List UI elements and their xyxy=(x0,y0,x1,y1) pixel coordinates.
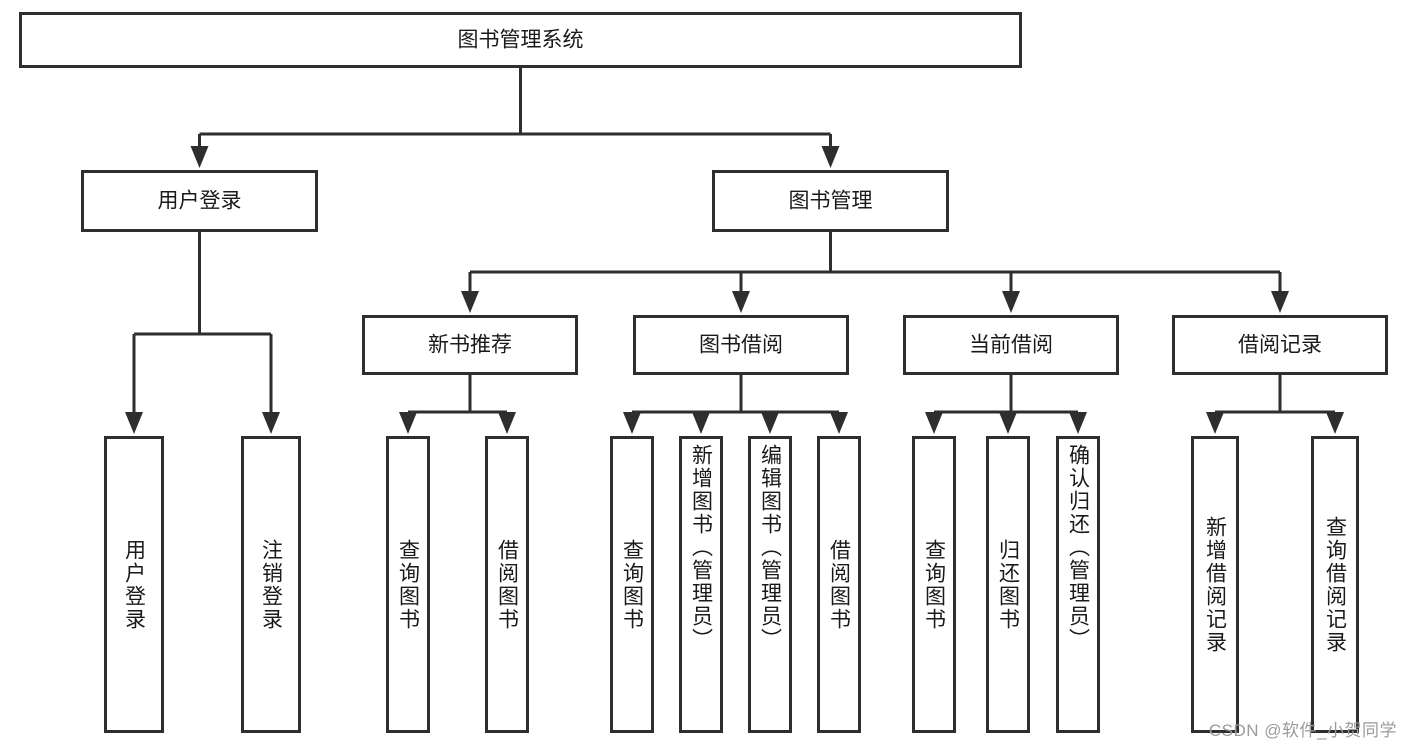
node-box-query-borrow-record[interactable] xyxy=(1311,436,1359,733)
arrow-head-icon xyxy=(821,146,840,168)
node-box-new-book-recommend[interactable] xyxy=(362,315,578,375)
arrow-head-icon xyxy=(732,291,750,313)
node-label-current-borrow: 当前借阅 xyxy=(969,334,1053,357)
node-box-current-borrow[interactable] xyxy=(903,315,1119,375)
arrow-head-icon xyxy=(1271,291,1289,313)
node-label-new-book-recommend: 新书推荐 xyxy=(428,334,512,357)
node-label-root: 图书管理系统 xyxy=(458,29,584,52)
node-box-edit-book-admin[interactable] xyxy=(748,436,792,733)
node-box-borrow-book-2[interactable] xyxy=(817,436,861,733)
arrow-head-icon xyxy=(999,412,1017,434)
node-box-confirm-return-admin[interactable] xyxy=(1056,436,1100,733)
node-box-return-book[interactable] xyxy=(986,436,1030,733)
arrow-head-icon xyxy=(1326,412,1344,434)
watermark-text: CSDN @软件_小贺同学 xyxy=(1208,721,1397,740)
node-label-user-login: 用户登录 xyxy=(158,190,242,213)
node-box-user-login[interactable] xyxy=(81,170,318,232)
arrow-head-icon xyxy=(498,412,516,434)
arrow-head-icon xyxy=(925,412,943,434)
node-box-borrow-book-1[interactable] xyxy=(485,436,529,733)
arrow-head-icon xyxy=(623,412,641,434)
node-box-query-book-1[interactable] xyxy=(386,436,430,733)
node-box-query-book-2[interactable] xyxy=(610,436,654,733)
arrow-head-icon xyxy=(461,291,479,313)
arrow-head-icon xyxy=(125,412,143,434)
node-boxes xyxy=(19,12,1388,733)
node-label-book-manage: 图书管理 xyxy=(789,190,873,213)
arrow-head-icon xyxy=(399,412,417,434)
connector-lines xyxy=(125,68,1344,434)
node-label-borrow-record: 借阅记录 xyxy=(1238,334,1322,357)
node-box-add-book-admin[interactable] xyxy=(679,436,723,733)
node-box-book-borrow[interactable] xyxy=(633,315,849,375)
node-box-borrow-record[interactable] xyxy=(1172,315,1388,375)
arrow-head-icon xyxy=(1002,291,1020,313)
node-box-user-login-do[interactable] xyxy=(104,436,164,733)
arrow-head-icon xyxy=(1069,412,1087,434)
arrow-head-icon xyxy=(692,412,710,434)
node-box-query-book-3[interactable] xyxy=(912,436,956,733)
node-box-book-manage[interactable] xyxy=(712,170,949,232)
arrow-head-icon xyxy=(262,412,280,434)
arrow-head-icon xyxy=(761,412,779,434)
node-label-book-borrow: 图书借阅 xyxy=(699,334,783,357)
node-box-add-borrow-record[interactable] xyxy=(1191,436,1239,733)
node-box-root[interactable] xyxy=(19,12,1022,68)
arrow-head-icon xyxy=(1206,412,1224,434)
arrow-head-icon xyxy=(830,412,848,434)
arrow-head-icon xyxy=(190,146,209,168)
node-box-user-logout[interactable] xyxy=(241,436,301,733)
